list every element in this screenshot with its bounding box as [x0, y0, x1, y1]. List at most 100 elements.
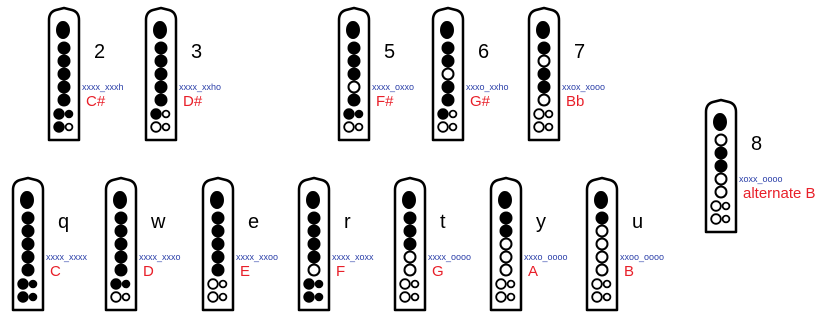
tone-hole-6-closed: [57, 93, 71, 107]
double-hole-large-7: [437, 108, 449, 120]
tone-hole-3-closed: [347, 54, 361, 68]
double-hole-large-8: [495, 291, 507, 303]
note-name-label: B: [624, 263, 634, 280]
tone-hole-2-closed: [114, 211, 128, 225]
tone-hole-3-closed: [441, 54, 455, 68]
tone-hole-2-closed: [441, 41, 455, 55]
tone-hole-5-open: [714, 172, 728, 186]
double-hole-small-7: [314, 279, 324, 289]
double-hole-large-7: [591, 278, 603, 290]
tone-hole-6-closed: [21, 263, 35, 277]
key-label: 8: [751, 133, 762, 155]
double-hole-large-7: [343, 108, 355, 120]
fingering-pattern-label: xxox_xooo: [562, 82, 605, 92]
tone-hole-4-closed: [21, 237, 35, 251]
key-label: r: [344, 211, 351, 233]
key-label: 5: [384, 41, 395, 63]
fingering-pattern-label: xxxo_oooo: [524, 252, 568, 262]
double-hole-large-7: [17, 278, 29, 290]
key-label: 2: [94, 41, 105, 63]
double-hole-small-8: [506, 292, 516, 302]
double-hole-small-7: [506, 279, 516, 289]
double-hole-small-8: [410, 292, 420, 302]
thumb-hole-closed: [306, 191, 320, 209]
tone-hole-6-open: [403, 263, 417, 277]
double-hole-large-8: [533, 121, 545, 133]
note-name-label: C: [50, 263, 61, 280]
double-hole-small-7: [448, 109, 458, 119]
tone-hole-4-closed: [714, 159, 728, 173]
thumb-hole-closed: [56, 21, 70, 39]
note-name-label: A: [528, 263, 538, 280]
tone-hole-6-open: [499, 263, 513, 277]
tone-hole-3-closed: [714, 146, 728, 160]
note-name-label: alternate B: [743, 185, 816, 202]
key-label: e: [248, 211, 259, 233]
thumb-hole-closed: [346, 21, 360, 39]
tone-hole-5-closed: [114, 250, 128, 264]
tone-hole-2-closed: [347, 41, 361, 55]
note-name-label: G: [432, 263, 444, 280]
tone-hole-3-closed: [57, 54, 71, 68]
tone-hole-2-closed: [537, 41, 551, 55]
note-name-label: F#: [376, 93, 394, 110]
double-hole-small-7: [121, 279, 131, 289]
double-hole-large-7: [53, 108, 65, 120]
key-label: t: [440, 211, 446, 233]
tone-hole-2-open: [714, 133, 728, 147]
tone-hole-4-closed: [347, 67, 361, 81]
double-hole-large-8: [110, 291, 122, 303]
note-name-label: E: [240, 263, 250, 280]
thumb-hole-closed: [536, 21, 550, 39]
double-hole-large-8: [437, 121, 449, 133]
thumb-hole-closed: [210, 191, 224, 209]
tone-hole-5-open: [595, 250, 609, 264]
tone-hole-5-closed: [154, 80, 168, 94]
double-hole-small-8: [354, 122, 364, 132]
tone-hole-5-open: [403, 250, 417, 264]
tone-hole-6-open: [537, 93, 551, 107]
double-hole-large-7: [207, 278, 219, 290]
tone-hole-6-closed: [154, 93, 168, 107]
thumb-hole-closed: [153, 21, 167, 39]
tone-hole-2-closed: [211, 211, 225, 225]
double-hole-large-8: [710, 213, 722, 225]
fingering-pattern-label: xxxx_xoxx: [332, 252, 374, 262]
fingering-pattern-label: xxxx_xxxo: [139, 252, 181, 262]
thumb-hole-closed: [113, 191, 127, 209]
double-hole-small-7: [64, 109, 74, 119]
tone-hole-4-closed: [537, 67, 551, 81]
double-hole-small-8: [448, 122, 458, 132]
fingering-pattern-label: xxxx_oxxo: [372, 82, 414, 92]
note-name-label: C#: [86, 93, 106, 110]
thumb-hole-closed: [498, 191, 512, 209]
double-hole-small-8: [544, 122, 554, 132]
tone-hole-6-closed: [211, 263, 225, 277]
tone-hole-4-closed: [154, 67, 168, 81]
note-name-label: D: [143, 263, 154, 280]
tone-hole-3-closed: [211, 224, 225, 238]
double-hole-large-8: [207, 291, 219, 303]
double-hole-small-7: [544, 109, 554, 119]
double-hole-small-7: [354, 109, 364, 119]
double-hole-large-7: [399, 278, 411, 290]
double-hole-small-7: [410, 279, 420, 289]
note-name-label: G#: [470, 93, 491, 110]
tone-hole-3-closed: [499, 224, 513, 238]
tone-hole-6-closed: [114, 263, 128, 277]
